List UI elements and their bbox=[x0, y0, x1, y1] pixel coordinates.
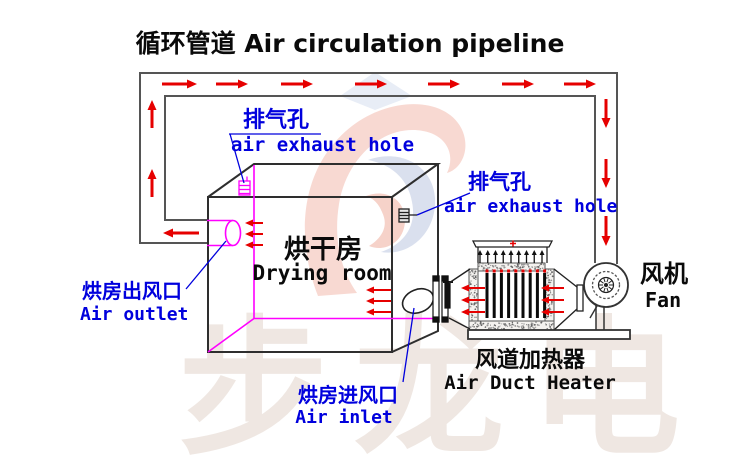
fan-label-en: Fan bbox=[645, 288, 682, 312]
fan-blower bbox=[583, 262, 629, 330]
hidden-edges bbox=[207, 165, 433, 353]
exhaust-hole-right-label-en: air exhaust hole bbox=[444, 196, 618, 217]
exhaust-hole-top-label-en: air exhaust hole bbox=[231, 134, 415, 156]
exhaust-hole-right-label-cn: 排气孔 bbox=[468, 170, 531, 194]
air-inlet-label-cn: 烘房进风口 bbox=[298, 383, 398, 407]
air-duct-heater bbox=[448, 240, 631, 340]
exhaust-vent-top-icon bbox=[238, 176, 251, 196]
pipeline-duct bbox=[139, 72, 618, 264]
air-inlet-label-en: Air inlet bbox=[295, 407, 393, 428]
fan-label-cn: 风机 bbox=[640, 260, 688, 288]
air-inlet-port bbox=[401, 287, 435, 315]
drying-room-box bbox=[207, 163, 442, 353]
drying-room-label-en: Drying room bbox=[252, 261, 392, 285]
exhaust-vent-right-icon bbox=[398, 208, 417, 223]
heater-fins bbox=[485, 269, 547, 318]
drying-room-label-cn: 烘干房 bbox=[283, 235, 363, 265]
flow-arrows bbox=[147, 79, 611, 316]
air-duct-heater-label-cn: 风道加热器 bbox=[474, 348, 586, 373]
air-outlet-label-en: Air outlet bbox=[80, 304, 189, 325]
duct-flange bbox=[432, 275, 453, 323]
air-outlet-port bbox=[207, 219, 242, 247]
exhaust-hole-top-label-cn: 排气孔 bbox=[243, 108, 310, 133]
diagram-title: 循环管道 Air circulation pipeline bbox=[135, 29, 565, 58]
air-duct-heater-label-en: Air Duct Heater bbox=[444, 372, 616, 394]
callout-leaders bbox=[185, 133, 471, 383]
air-outlet-label-cn: 烘房出风口 bbox=[82, 279, 182, 303]
